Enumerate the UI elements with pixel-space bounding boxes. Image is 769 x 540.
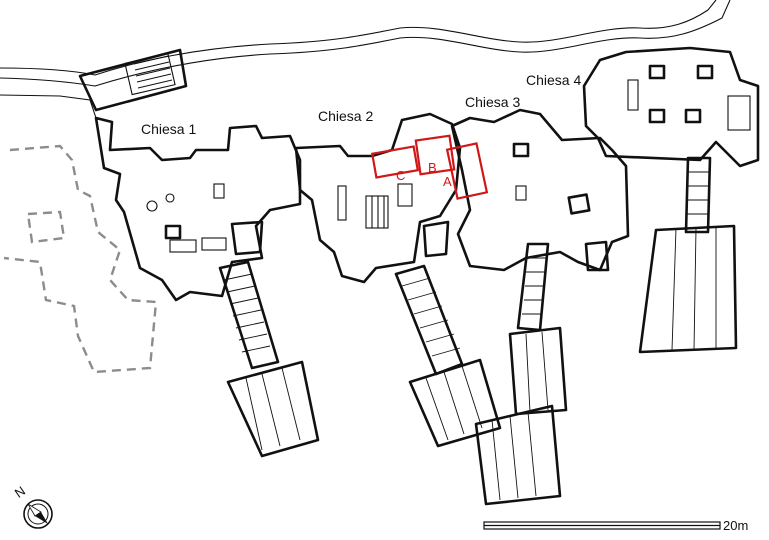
church-3-complex [450,108,630,272]
scale-bar: 20m [483,518,748,533]
church-1-corridor [218,260,320,458]
label-church-3: Chiesa 3 [465,94,520,110]
church-2-complex [294,112,462,284]
church-1-complex [94,116,302,302]
marker-c: C [396,168,405,183]
marker-a: A [443,174,452,189]
north-arrow-icon: N [12,483,53,529]
label-church-2: Chiesa 2 [318,108,373,124]
terrain-outline [0,0,731,119]
label-church-4: Chiesa 4 [526,72,581,88]
zone-c-outline [370,145,420,179]
church-labels: Chiesa 1 Chiesa 2 Chiesa 3 Chiesa 4 [141,72,581,137]
scale-label: 20m [723,518,748,533]
north-structure [78,48,188,112]
marker-b: B [428,160,437,175]
ruins-outline [3,144,158,374]
highlight-zones [370,134,489,200]
label-church-1: Chiesa 1 [141,121,196,137]
church-4-complex [582,46,760,168]
zone-a-outline [445,142,489,200]
compass-label: N [12,483,28,501]
zone-markers: A B C [396,160,452,189]
church-3-corridor [474,242,568,506]
church-2-corridor [394,264,502,448]
zone-b-outline [414,134,456,176]
church-4-corridor [638,156,738,354]
